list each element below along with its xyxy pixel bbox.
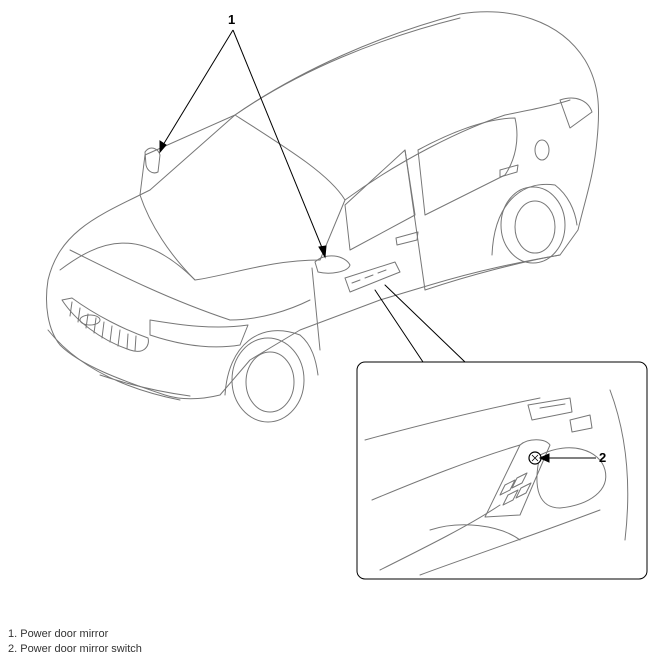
- front-wheel: [231, 337, 305, 423]
- legend-item: 2. Power door mirror switch: [8, 643, 142, 655]
- callout-1-arrowhead-left: [159, 140, 167, 154]
- windshield: [139, 114, 346, 281]
- callout-1-leader-left: [159, 29, 234, 151]
- front-door-window: [344, 149, 416, 251]
- emblem: [79, 314, 101, 326]
- inset-window-switches: [499, 472, 532, 506]
- inset-door-handle: [527, 397, 573, 421]
- tail-light: [559, 97, 593, 129]
- rear-door-window: [417, 117, 518, 216]
- hood: [59, 242, 311, 321]
- car-body-outline: [46, 11, 600, 400]
- legend-item: 1. Power door mirror: [8, 628, 109, 640]
- left-door-mirror: [144, 147, 161, 174]
- fuel-door: [534, 139, 550, 161]
- callout-2-number: 2: [599, 450, 606, 465]
- inset-switch-panel: [484, 439, 551, 518]
- inset-pocket: [429, 414, 593, 541]
- door-switch-panel: [344, 261, 401, 293]
- car-diagram: 1 2: [46, 11, 648, 580]
- front-bumper: [47, 329, 191, 401]
- callout-1-arrowhead-right: [318, 245, 327, 259]
- door-handles: [395, 164, 519, 246]
- callout-1-leader-right: [232, 29, 326, 256]
- grille-slats: [69, 301, 137, 352]
- front-wheel-arch: [224, 330, 319, 396]
- callout-1-number: 1: [228, 12, 235, 27]
- headlight: [149, 319, 249, 348]
- mirror-switch-knob-mark: [531, 454, 539, 462]
- front-wheel-rim: [245, 351, 295, 413]
- right-door-mirror: [314, 255, 351, 274]
- zoom-leader-lines: [374, 284, 466, 366]
- legend: 1. Power door mirror 2. Power door mirro…: [8, 627, 142, 657]
- callout-2-arrowhead: [538, 453, 550, 463]
- inset-armrest: [536, 447, 607, 509]
- roof-line: [234, 17, 571, 201]
- detail-inset-frame: [356, 361, 648, 580]
- rear-wheel-rim: [514, 200, 556, 254]
- grille: [61, 297, 149, 352]
- rear-wheel: [500, 186, 566, 264]
- inset-door-trim: [364, 389, 629, 576]
- rear-wheel-arch: [491, 183, 578, 256]
- door-seams: [311, 149, 561, 351]
